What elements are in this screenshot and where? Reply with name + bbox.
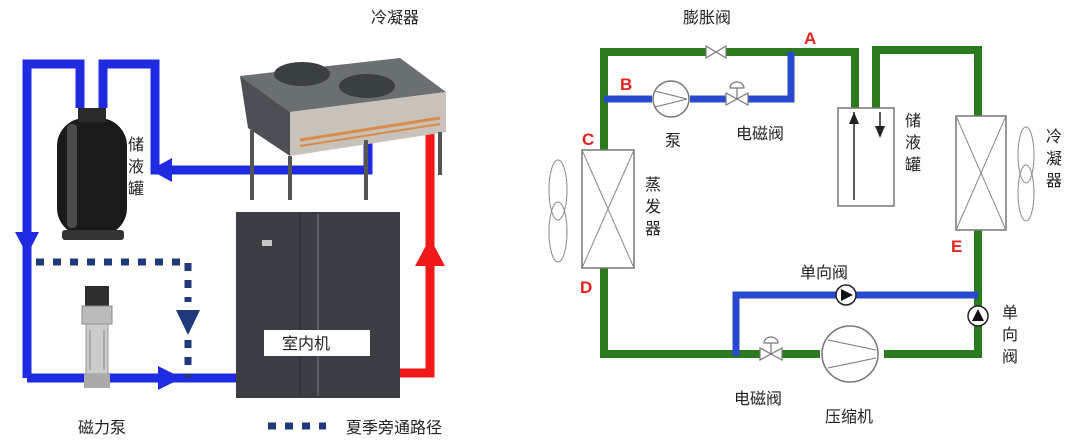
condenser-label-2: 凝 — [1046, 149, 1062, 168]
condenser-coil — [955, 115, 1035, 231]
solenoid-valve-top-label: 电磁阀 — [736, 124, 784, 143]
point-a-label: A — [804, 29, 816, 48]
expansion-valve — [705, 44, 727, 60]
receiver-label-1: 储 — [128, 135, 144, 154]
check-valve-right-label-1: 单 — [1002, 303, 1018, 322]
pump-symbol — [652, 80, 690, 118]
pump-branch — [604, 52, 978, 356]
bypass-legend-label: 夏季旁通路径 — [346, 418, 442, 437]
condenser-label-3: 器 — [1046, 171, 1062, 190]
receiver-label-2: 液 — [128, 157, 144, 176]
evaporator-label-2: 发 — [645, 197, 661, 216]
arrow-left-into-receiver — [150, 158, 172, 182]
receiver-vessel — [837, 107, 895, 207]
arrow-down-bypass — [176, 310, 200, 335]
indoor-unit — [236, 212, 400, 398]
compressor-label: 压缩机 — [825, 407, 873, 426]
evaporator-label-1: 蒸 — [645, 175, 661, 194]
check-valve-right-label-3: 阀 — [1002, 347, 1018, 366]
right-system-diagram: 膨胀阀 泵 电磁阀 储 液 罐 冷 凝 器 蒸 发 器 单向阀 单 向 阀 电磁… — [548, 8, 1062, 426]
receiver-label-2: 液 — [905, 133, 921, 152]
condenser-label-1: 冷 — [1046, 127, 1062, 146]
point-d-label: D — [580, 278, 592, 297]
check-valve-right-label-2: 向 — [1002, 325, 1018, 344]
evaporator-label-3: 器 — [645, 219, 661, 238]
point-e-label: E — [951, 237, 962, 256]
receiver-label-3: 罐 — [128, 179, 144, 198]
arrow-up-gas-pipe — [415, 238, 445, 266]
point-b-label: B — [620, 75, 632, 94]
evaporator — [548, 149, 635, 269]
solenoid-valve-bottom-label: 电磁阀 — [734, 389, 782, 408]
summer-bypass-path — [36, 258, 192, 378]
compressor-symbol — [821, 325, 879, 383]
magnetic-pump — [81, 286, 113, 388]
receiver-label-1: 储 — [905, 111, 921, 130]
point-c-label: C — [582, 130, 594, 149]
check-valve-top — [835, 284, 857, 306]
expansion-valve-label: 膨胀阀 — [683, 8, 731, 27]
condenser-label: 冷凝器 — [371, 8, 419, 27]
arrow-right-bottom-pipe — [158, 366, 182, 390]
check-valve-right — [967, 305, 989, 327]
left-system-diagram: 冷凝器 储 液 罐 室内机 磁力泵 夏季旁通路径 — [15, 8, 446, 437]
receiver-tank — [57, 108, 127, 240]
gas-pipe — [400, 260, 435, 378]
solenoid-valve-bottom — [759, 336, 783, 362]
refrigerant-loop — [600, 46, 982, 358]
pump-label: 泵 — [665, 131, 681, 150]
receiver-label-3: 罐 — [905, 155, 921, 174]
magnetic-pump-label: 磁力泵 — [78, 418, 126, 437]
indoor-unit-label: 室内机 — [282, 334, 330, 353]
check-valve-top-label: 单向阀 — [800, 263, 848, 282]
condenser-unit — [240, 58, 446, 200]
arrow-down-left-pipe — [15, 232, 39, 255]
solenoid-valve-top — [725, 81, 749, 107]
